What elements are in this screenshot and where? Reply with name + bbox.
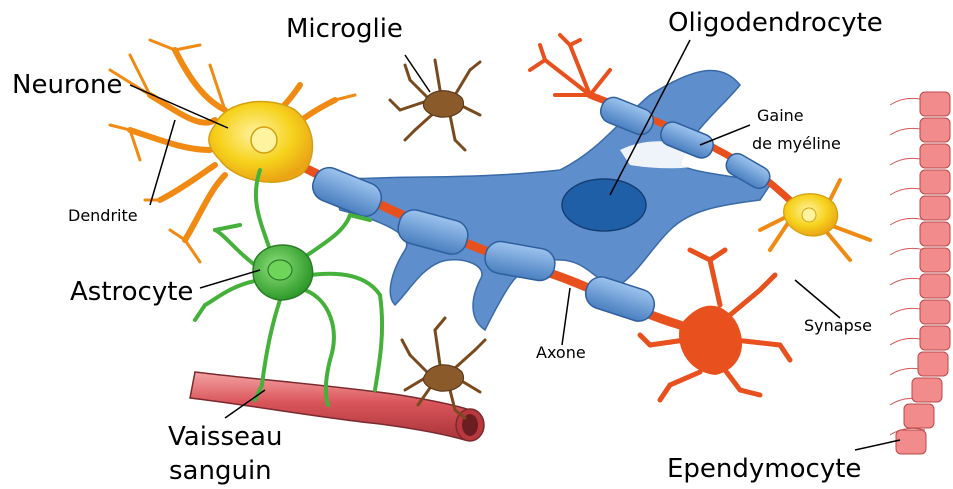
oligodendrocyte-nucleus [562, 179, 646, 231]
label-astrocyte: Astrocyte [70, 279, 193, 305]
ependymocytes [890, 92, 950, 454]
microglia-top [390, 60, 480, 150]
label-gaine-line2: de myéline [752, 136, 841, 152]
cell-top-orange [530, 35, 610, 95]
oligodendrocyte [330, 71, 770, 330]
label-neurone: Neurone [12, 72, 122, 98]
label-microglie: Microglie [286, 16, 403, 42]
label-gaine-line1: Gaine [757, 108, 804, 124]
label-oligodendrocyte: Oligodendrocyte [668, 10, 883, 36]
label-synapse: Synapse [804, 318, 872, 334]
label-dendrite: Dendrite [68, 208, 138, 224]
neuron-main [110, 40, 355, 262]
cell-bottom-orange [640, 250, 790, 400]
label-vaisseau-line2: sanguin [169, 458, 272, 484]
label-ependymocyte: Ependymocyte [667, 456, 861, 482]
label-axone: Axone [536, 345, 586, 361]
label-vaisseau-line1: Vaisseau [168, 424, 282, 450]
